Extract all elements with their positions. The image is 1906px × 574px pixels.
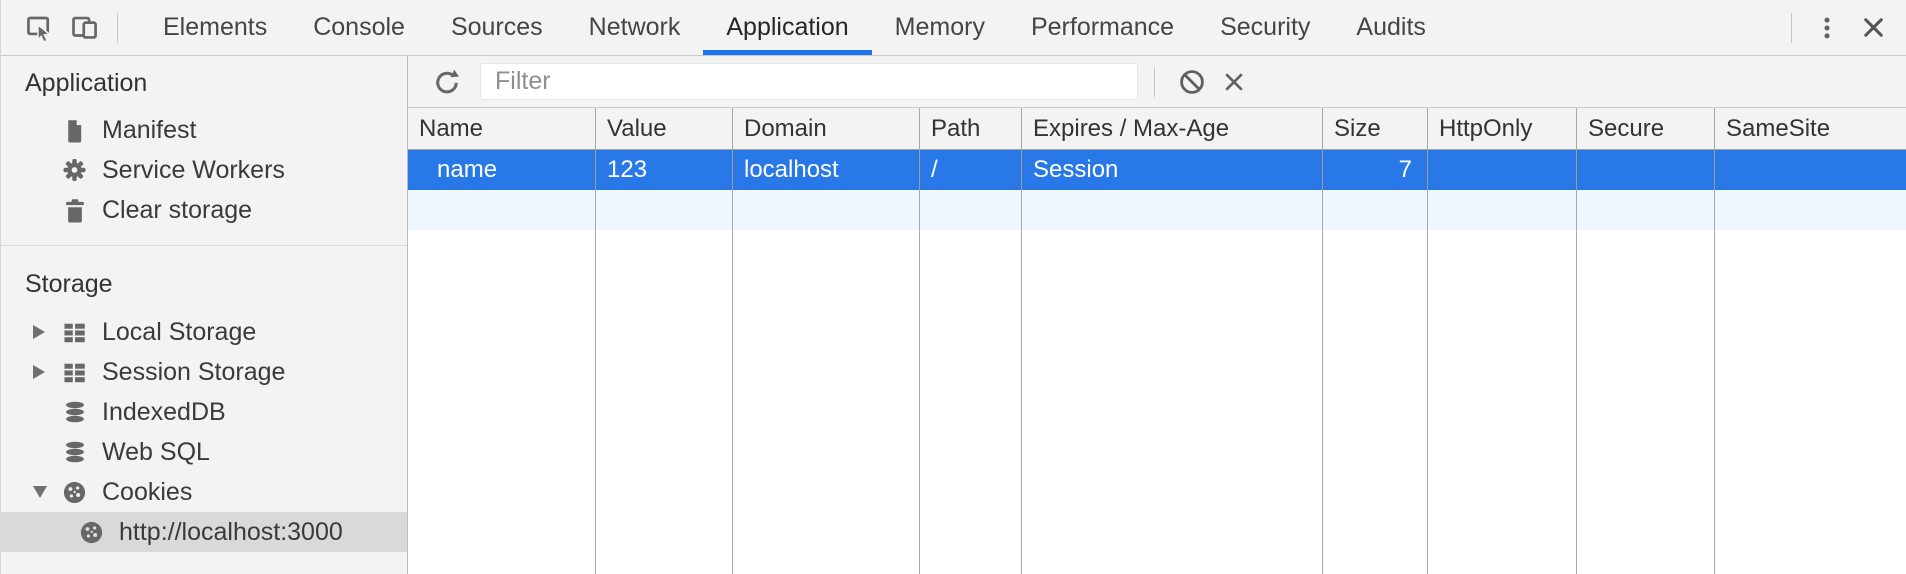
sidebar-item-label: Session Storage [102,357,286,386]
file-icon [61,117,88,144]
tabbar-right-controls [1779,5,1906,51]
cookie-cell-path: / [920,150,1022,190]
filter-input[interactable] [480,63,1138,100]
tree-expander-icon[interactable] [33,365,61,379]
cookie-cell-samesite [1715,150,1906,190]
cookie-cell-size: 7 [1323,150,1428,190]
tab-console[interactable]: Console [313,13,405,41]
cookie-cell-secure [1577,150,1715,190]
cookies-toolbar [408,56,1906,108]
sidebar-item-label: IndexedDB [102,397,226,426]
kebab-menu-icon[interactable] [1804,5,1850,51]
cookies-table: Name Value Domain Path Expires / Max-Age… [408,108,1906,574]
column-header-secure[interactable]: Secure [1577,108,1715,149]
sidebar-item-clear-storage[interactable]: Clear storage [1,190,407,230]
sidebar-item-local-storage[interactable]: Local Storage [1,312,407,352]
refresh-icon[interactable] [426,61,468,103]
panel-tabs: Elements Console Sources Network Applica… [140,0,1449,55]
sidebar-item-indexeddb[interactable]: IndexedDB [1,392,407,432]
tab-network[interactable]: Network [588,13,681,41]
trash-icon [61,197,88,223]
cookie-cell-value: 123 [596,150,733,190]
application-sidebar: Application Manifest [1,56,408,574]
sidebar-item-label: http://localhost:3000 [119,517,343,546]
column-header-size[interactable]: Size [1323,108,1428,149]
database-icon [61,439,88,465]
column-header-name[interactable]: Name [408,108,596,149]
database-icon [61,399,88,425]
column-header-httponly[interactable]: HttpOnly [1428,108,1577,149]
column-header-samesite[interactable]: SameSite [1726,114,1831,142]
toolbar-separator [1791,12,1792,43]
sidebar-item-manifest[interactable]: Manifest [1,110,407,150]
sidebar-item-localhost-3000[interactable]: http://localhost:3000 [1,512,407,552]
sidebar-section-application: Application [25,68,148,97]
devtools-body: Application Manifest [1,56,1906,574]
cookie-cell-domain: localhost [733,150,920,190]
toolbar-separator [1154,66,1155,97]
cookie-icon [78,519,105,546]
tree-expander-icon[interactable] [33,325,61,339]
close-icon[interactable] [1850,5,1896,51]
tree-expander-icon[interactable] [33,486,61,498]
toolbar-separator [117,12,118,43]
cookie-cell-expires: Session [1022,150,1323,190]
tab-security[interactable]: Security [1220,13,1311,41]
sidebar-item-web-sql[interactable]: Web SQL [1,432,407,472]
gear-icon [61,156,88,184]
sidebar-item-label: Service Workers [102,155,285,184]
cookie-cell-httponly [1428,150,1577,190]
device-toolbar-icon[interactable] [61,5,107,51]
sidebar-item-label: Clear storage [102,195,253,224]
cookies-panel: Name Value Domain Path Expires / Max-Age… [408,56,1906,574]
sidebar-item-label: Manifest [102,115,197,144]
tab-performance[interactable]: Performance [1030,13,1175,41]
tab-memory[interactable]: Memory [894,13,985,41]
sidebar-item-session-storage[interactable]: Session Storage [1,352,407,392]
sidebar-item-label: Local Storage [102,317,257,346]
table-icon [61,318,88,346]
sidebar-item-cookies[interactable]: Cookies [1,472,407,512]
tab-application[interactable]: Application [703,0,872,55]
table-icon [61,358,88,386]
cookie-icon [61,479,88,506]
inspect-element-icon[interactable] [15,5,61,51]
sidebar-section-storage: Storage [25,269,113,298]
sidebar-section-divider [1,245,407,246]
clear-icon[interactable] [1213,61,1255,103]
sidebar-item-label: Cookies [102,477,193,506]
cookie-cell-name: name [408,150,596,190]
table-empty-area [408,230,1906,574]
table-header-row: Name Value Domain Path Expires / Max-Age… [408,108,1906,150]
column-header-path[interactable]: Path [920,108,1022,149]
tab-sources[interactable]: Sources [450,13,543,41]
sidebar-item-service-workers[interactable]: Service Workers [1,150,407,190]
block-icon[interactable] [1171,61,1213,103]
tab-audits[interactable]: Audits [1356,13,1426,41]
cookie-row[interactable]: name 123 localhost / Session 7 [408,150,1906,190]
devtools-tabbar: Elements Console Sources Network Applica… [1,0,1906,56]
column-header-value[interactable]: Value [596,108,733,149]
column-header-domain[interactable]: Domain [733,108,920,149]
column-header-expires-max-age[interactable]: Expires / Max-Age [1022,108,1323,149]
tab-elements[interactable]: Elements [163,13,268,41]
empty-row [408,190,1906,230]
sidebar-item-label: Web SQL [102,437,210,466]
